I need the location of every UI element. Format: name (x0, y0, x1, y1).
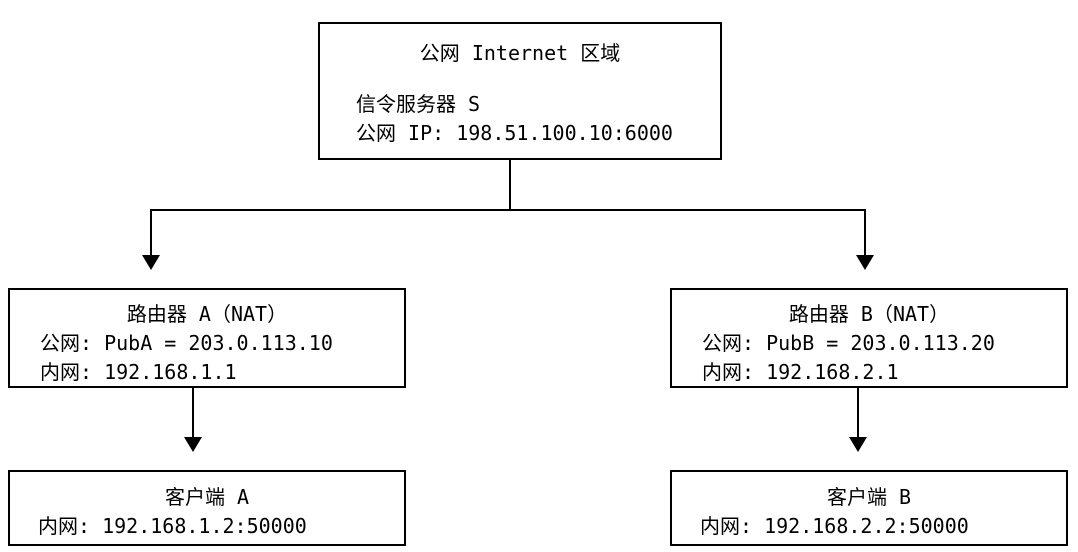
node-client-b-details: 内网: 192.168.2.2:50000 (672, 512, 1066, 541)
connector-router-a-to-client-a (192, 388, 194, 437)
arrowhead-server-to-router-a (142, 255, 160, 270)
node-router-a-details: 公网: PubA = 203.0.113.10 内网: 192.168.1.1 (10, 329, 404, 387)
node-client-b-line-1: 内网: 192.168.2.2:50000 (700, 514, 969, 538)
connector-server-bus (150, 209, 866, 211)
node-signaling-server-title: 公网 Internet 区域 (419, 41, 621, 65)
node-router-a[interactable]: 路由器 A（NAT） 公网: PubA = 203.0.113.10 内网: 1… (8, 288, 406, 388)
connector-server-to-router-a-drop (150, 209, 152, 255)
connector-server-stem (509, 160, 511, 211)
node-router-a-line-1: 公网: PubA = 203.0.113.10 (40, 331, 333, 355)
node-router-b-details: 公网: PubB = 203.0.113.20 内网: 192.168.2.1 (672, 329, 1066, 387)
node-signaling-server[interactable]: 公网 Internet 区域 信令服务器 S 公网 IP: 198.51.100… (318, 22, 722, 160)
arrowhead-router-b-to-client-b (849, 437, 867, 452)
node-client-b-title: 客户端 B (826, 485, 912, 509)
node-router-a-line-2: 内网: 192.168.1.1 (40, 360, 237, 384)
node-signaling-server-details: 信令服务器 S 公网 IP: 198.51.100.10:6000 (320, 90, 720, 148)
node-client-a-details: 内网: 192.168.1.2:50000 (10, 512, 404, 541)
node-client-a-title: 客户端 A (164, 485, 250, 509)
node-router-b-title: 路由器 B（NAT） (788, 302, 950, 326)
node-signaling-server-line-1: 信令服务器 S (356, 92, 481, 116)
node-client-b[interactable]: 客户端 B 内网: 192.168.2.2:50000 (670, 470, 1068, 546)
node-router-b-line-1: 公网: PubB = 203.0.113.20 (702, 331, 995, 355)
arrowhead-router-a-to-client-a (184, 437, 202, 452)
node-signaling-server-line-2: 公网 IP: 198.51.100.10:6000 (356, 121, 673, 145)
node-client-a-line-1: 内网: 192.168.1.2:50000 (38, 514, 307, 538)
arrowhead-server-to-router-b (856, 255, 874, 270)
node-router-a-title: 路由器 A（NAT） (126, 302, 288, 326)
connector-router-b-to-client-b (857, 388, 859, 437)
node-client-a[interactable]: 客户端 A 内网: 192.168.1.2:50000 (8, 470, 406, 546)
connector-server-to-router-b-drop (864, 209, 866, 255)
node-router-b-line-2: 内网: 192.168.2.1 (702, 360, 899, 384)
node-router-b[interactable]: 路由器 B（NAT） 公网: PubB = 203.0.113.20 内网: 1… (670, 288, 1068, 388)
